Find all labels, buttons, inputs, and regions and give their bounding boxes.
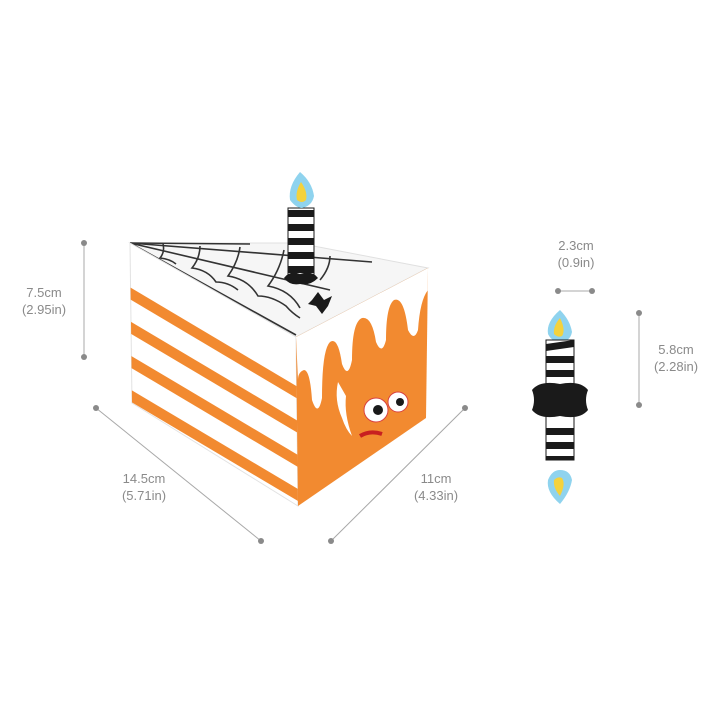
height-imperial: (2.95in) <box>21 302 67 317</box>
length-metric: 14.5cm <box>122 471 166 486</box>
cake-layers <box>130 286 298 501</box>
candle-on-box <box>284 172 318 285</box>
candle-height-label: 5.8cm (2.28in) <box>640 341 712 375</box>
eyeball-icon <box>358 391 409 438</box>
width-metric: 11cm <box>420 471 452 486</box>
length-imperial: (5.71in) <box>121 488 167 503</box>
length-label: 14.5cm (5.71in) <box>108 470 180 504</box>
icing-drips <box>296 268 428 436</box>
candle-width-metric: 2.3cm <box>558 238 594 253</box>
height-dimension-line <box>81 240 87 360</box>
candle-width-dimension-line <box>555 288 595 294</box>
candle-height-imperial: (2.28in) <box>653 359 699 374</box>
candle-height-dimension-line <box>636 310 642 408</box>
height-label: 7.5cm (2.95in) <box>10 284 78 318</box>
candle-height-metric: 5.8cm <box>658 342 694 357</box>
height-metric: 7.5cm <box>26 285 62 300</box>
width-dimension-line <box>328 405 468 544</box>
length-dimension-line <box>93 405 264 544</box>
candle-width-imperial: (0.9in) <box>557 255 595 270</box>
cake-box <box>128 172 430 507</box>
bat-icon <box>308 292 332 314</box>
candle-topper <box>532 310 588 504</box>
width-label: 11cm (4.33in) <box>400 470 472 504</box>
candle-width-label: 2.3cm (0.9in) <box>542 237 610 271</box>
width-imperial: (4.33in) <box>413 488 459 503</box>
